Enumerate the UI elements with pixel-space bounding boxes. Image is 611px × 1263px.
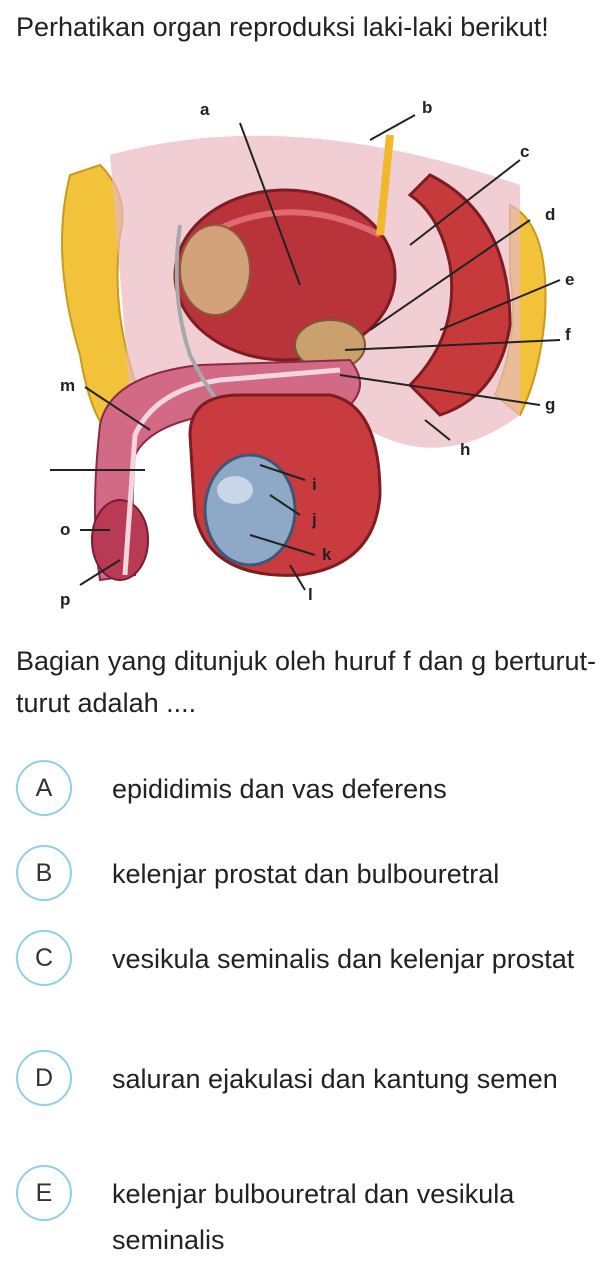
option-a-text: epididimis dan vas deferens xyxy=(112,774,447,804)
option-a[interactable]: A epididimis dan vas deferens xyxy=(16,760,596,820)
label-o: o xyxy=(60,520,70,539)
option-b-letter[interactable]: B xyxy=(16,845,72,901)
option-b-text: kelenjar prostat dan bulbouretral xyxy=(112,859,500,889)
question-text: Perhatikan organ reproduksi laki-laki be… xyxy=(16,12,549,42)
label-m: m xyxy=(60,376,75,395)
option-c-letter[interactable]: C xyxy=(16,930,72,986)
label-e: e xyxy=(565,270,574,289)
anatomy-figure: a b c d e f g h i j k l m n o p xyxy=(40,95,600,615)
option-e-letter[interactable]: E xyxy=(16,1165,72,1221)
label-a: a xyxy=(200,100,210,119)
label-p: p xyxy=(60,590,70,609)
option-a-letter[interactable]: A xyxy=(16,760,72,816)
label-j: j xyxy=(311,510,317,529)
label-c: c xyxy=(520,142,529,161)
option-d-letter[interactable]: D xyxy=(16,1050,72,1106)
reproductive-organ-illustration: a b c d e f g h i j k l m n o p xyxy=(50,98,574,609)
label-h: h xyxy=(460,440,470,459)
label-f: f xyxy=(565,325,571,344)
option-c-text: vesikula seminalis dan kelenjar prostat xyxy=(112,944,575,974)
question-prompt: Bagian yang ditunjuk oleh huruf f dan g … xyxy=(16,646,596,718)
option-e-text: kelenjar bulbouretral dan vesikula semin… xyxy=(112,1179,515,1255)
option-d-text: saluran ejakulasi dan kantung semen xyxy=(112,1064,558,1094)
label-d: d xyxy=(545,205,555,224)
label-l: l xyxy=(308,585,313,604)
label-k: k xyxy=(322,545,332,564)
option-c[interactable]: C vesikula seminalis dan kelenjar prosta… xyxy=(16,930,596,1030)
label-g: g xyxy=(545,395,555,414)
option-d[interactable]: D saluran ejakulasi dan kantung semen xyxy=(16,1050,596,1150)
option-b[interactable]: B kelenjar prostat dan bulbouretral xyxy=(16,845,596,905)
label-i: i xyxy=(312,475,317,494)
option-e[interactable]: E kelenjar bulbouretral dan vesikula sem… xyxy=(16,1165,596,1259)
label-b: b xyxy=(422,98,432,117)
